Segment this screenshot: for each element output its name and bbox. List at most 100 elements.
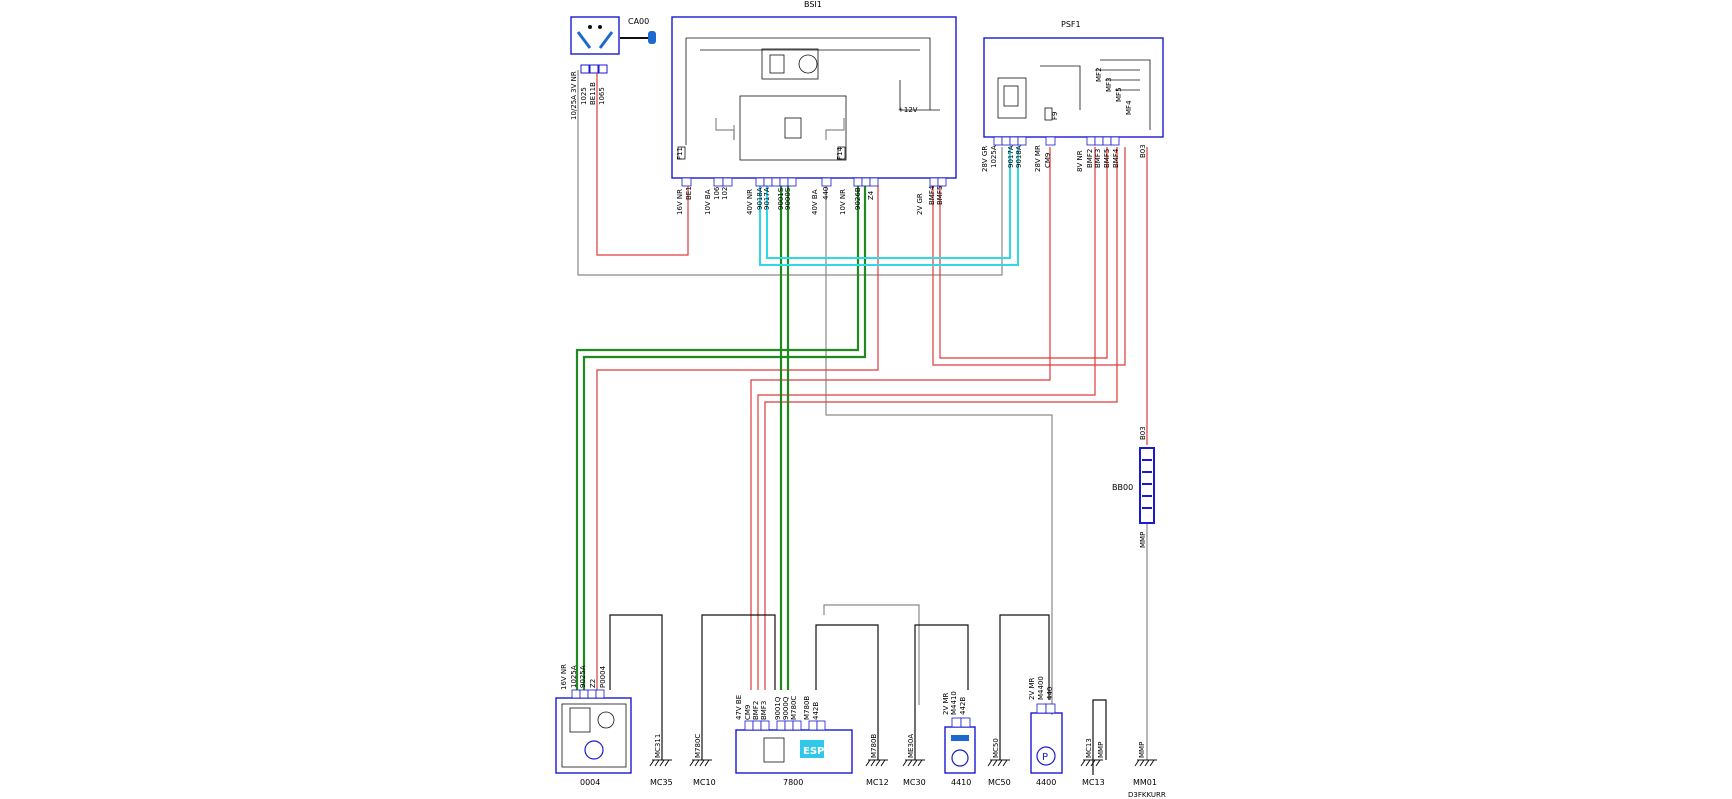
- c7800-label: 7800: [783, 778, 803, 787]
- bsi1-internals: [685, 37, 940, 161]
- svg-text:1025A: 1025A: [570, 665, 578, 688]
- svg-text:2V MR: 2V MR: [942, 692, 950, 715]
- svg-text:M780C: M780C: [694, 734, 702, 758]
- footer-code: D3FKKURR: [1128, 791, 1166, 799]
- svg-text:MF4: MF4: [1125, 100, 1133, 115]
- svg-text:9001Q: 9001Q: [774, 696, 782, 720]
- svg-text:F9: F9: [1051, 112, 1059, 120]
- battery-cells: [1142, 459, 1152, 509]
- psf1-internals: [997, 59, 1151, 130]
- svg-text:MMP: MMP: [1138, 742, 1146, 758]
- svg-text:BE11B: BE11B: [589, 82, 597, 105]
- bb00-battery: [1139, 447, 1155, 524]
- c0004-box: [555, 697, 632, 774]
- svg-text:16V NR: 16V NR: [676, 189, 684, 215]
- svg-text:40V NR: 40V NR: [746, 189, 754, 215]
- c4410-label: 4410: [951, 778, 971, 787]
- ground-mc35: MC35: [650, 778, 673, 787]
- psf1-label: PSF1: [1061, 20, 1081, 29]
- key-icon: [576, 25, 656, 49]
- pin-boxes: [571, 136, 1120, 731]
- svg-text:10V BA: 10V BA: [704, 189, 712, 215]
- svg-text:Z2: Z2: [589, 679, 597, 688]
- connector-labels: 10/25A 3V NR 16V NR 10V BA 40V NR 40V BA…: [560, 71, 1084, 720]
- svg-text:9000S: 9000S: [784, 187, 792, 210]
- svg-text:M4410: M4410: [950, 691, 958, 715]
- svg-text:1065: 1065: [713, 182, 721, 200]
- svg-text:MF3: MF3: [1105, 77, 1113, 92]
- svg-text:CM9: CM9: [1044, 153, 1052, 168]
- svg-text:BMF2: BMF2: [1086, 149, 1094, 168]
- bsi1-relay-f14: F14: [836, 147, 846, 160]
- bsi1-relay-f11: F11: [676, 146, 686, 160]
- svg-text:ME30A: ME30A: [907, 734, 915, 758]
- svg-text:2V GR: 2V GR: [916, 193, 924, 215]
- ground-mc30: MC30: [903, 778, 926, 787]
- ground-symbols: [649, 759, 1157, 767]
- svg-text:1025: 1025: [580, 87, 588, 105]
- svg-text:M780B: M780B: [870, 734, 878, 758]
- svg-text:9025A: 9025A: [579, 665, 587, 688]
- svg-text:MF5: MF5: [1115, 87, 1123, 102]
- svg-text:2V MR: 2V MR: [1028, 677, 1036, 700]
- psf1-box: [983, 37, 1164, 138]
- ground-mc50: MC50: [988, 778, 1011, 787]
- svg-text:9026B: 9026B: [854, 187, 862, 210]
- svg-text:8V NR: 8V NR: [1076, 150, 1084, 172]
- svg-text:BMF5: BMF5: [936, 186, 944, 205]
- c7800-chip: [763, 737, 785, 763]
- svg-text:F11: F11: [676, 147, 684, 160]
- svg-text:MC50: MC50: [992, 738, 1000, 758]
- svg-text:BMF3: BMF3: [1094, 149, 1102, 168]
- svg-text:440: 440: [1046, 687, 1054, 700]
- svg-text:28V GR: 28V GR: [981, 146, 989, 172]
- svg-text:BE1: BE1: [685, 186, 693, 200]
- svg-text:10/25A 3V NR: 10/25A 3V NR: [570, 71, 578, 120]
- svg-text:M4400: M4400: [1037, 676, 1045, 700]
- svg-text:M780B: M780B: [803, 696, 811, 720]
- c4400-box: [1030, 712, 1063, 774]
- svg-text:1065: 1065: [598, 87, 606, 105]
- svg-text:9001S: 9001S: [777, 187, 785, 210]
- svg-text:BMF3: BMF3: [760, 701, 768, 720]
- svg-text:BMF4: BMF4: [1112, 148, 1120, 168]
- svg-text:MC311: MC311: [654, 734, 662, 758]
- wires-black: [609, 614, 1107, 775]
- svg-text:9017A: 9017A: [1007, 145, 1015, 168]
- bsi1-box: [671, 16, 957, 179]
- wires-gray: [577, 70, 1148, 760]
- ground-mm01: MM01: [1133, 778, 1157, 787]
- svg-text:28V MR: 28V MR: [1034, 145, 1042, 172]
- parking-brake-icon: [1036, 746, 1056, 766]
- bb00-b03: B03: [1139, 426, 1147, 440]
- c4400-label: 4400: [1036, 778, 1056, 787]
- warning-icon: [951, 749, 969, 767]
- svg-text:40V BA: 40V BA: [811, 189, 819, 215]
- svg-text:47V BE: 47V BE: [735, 695, 743, 720]
- svg-text:B03: B03: [1139, 144, 1147, 158]
- instrument-cluster-icon: [569, 707, 615, 760]
- psf1-relays: F9 MF2 MF3 MF5 MF4: [1044, 67, 1133, 121]
- svg-text:P0004: P0004: [599, 665, 607, 688]
- bb00-mmp: MMP: [1139, 532, 1147, 548]
- ground-mc13: MC13: [1082, 778, 1105, 787]
- svg-text:MC13: MC13: [1085, 738, 1093, 758]
- bb00-label: BB00: [1112, 483, 1133, 492]
- svg-text:9018A: 9018A: [756, 187, 764, 210]
- svg-text:MF2: MF2: [1095, 67, 1103, 82]
- svg-text:440: 440: [822, 187, 830, 200]
- svg-text:442B: 442B: [959, 697, 967, 715]
- svg-text:9018A: 9018A: [1015, 145, 1023, 168]
- ca00-label: CA00: [628, 17, 649, 26]
- c0004-inner: [561, 703, 627, 768]
- wires-green: [575, 185, 867, 690]
- ground-mc10: MC10: [693, 778, 716, 787]
- svg-text:9000Q: 9000Q: [782, 696, 790, 720]
- svg-text:10V NR: 10V NR: [839, 189, 847, 215]
- svg-text:442B: 442B: [812, 702, 820, 720]
- svg-text:BMF4: BMF4: [928, 185, 936, 205]
- ground-mc12: MC12: [866, 778, 889, 787]
- svg-text:1025: 1025: [721, 182, 729, 200]
- plus12v-label: +12V: [898, 106, 918, 114]
